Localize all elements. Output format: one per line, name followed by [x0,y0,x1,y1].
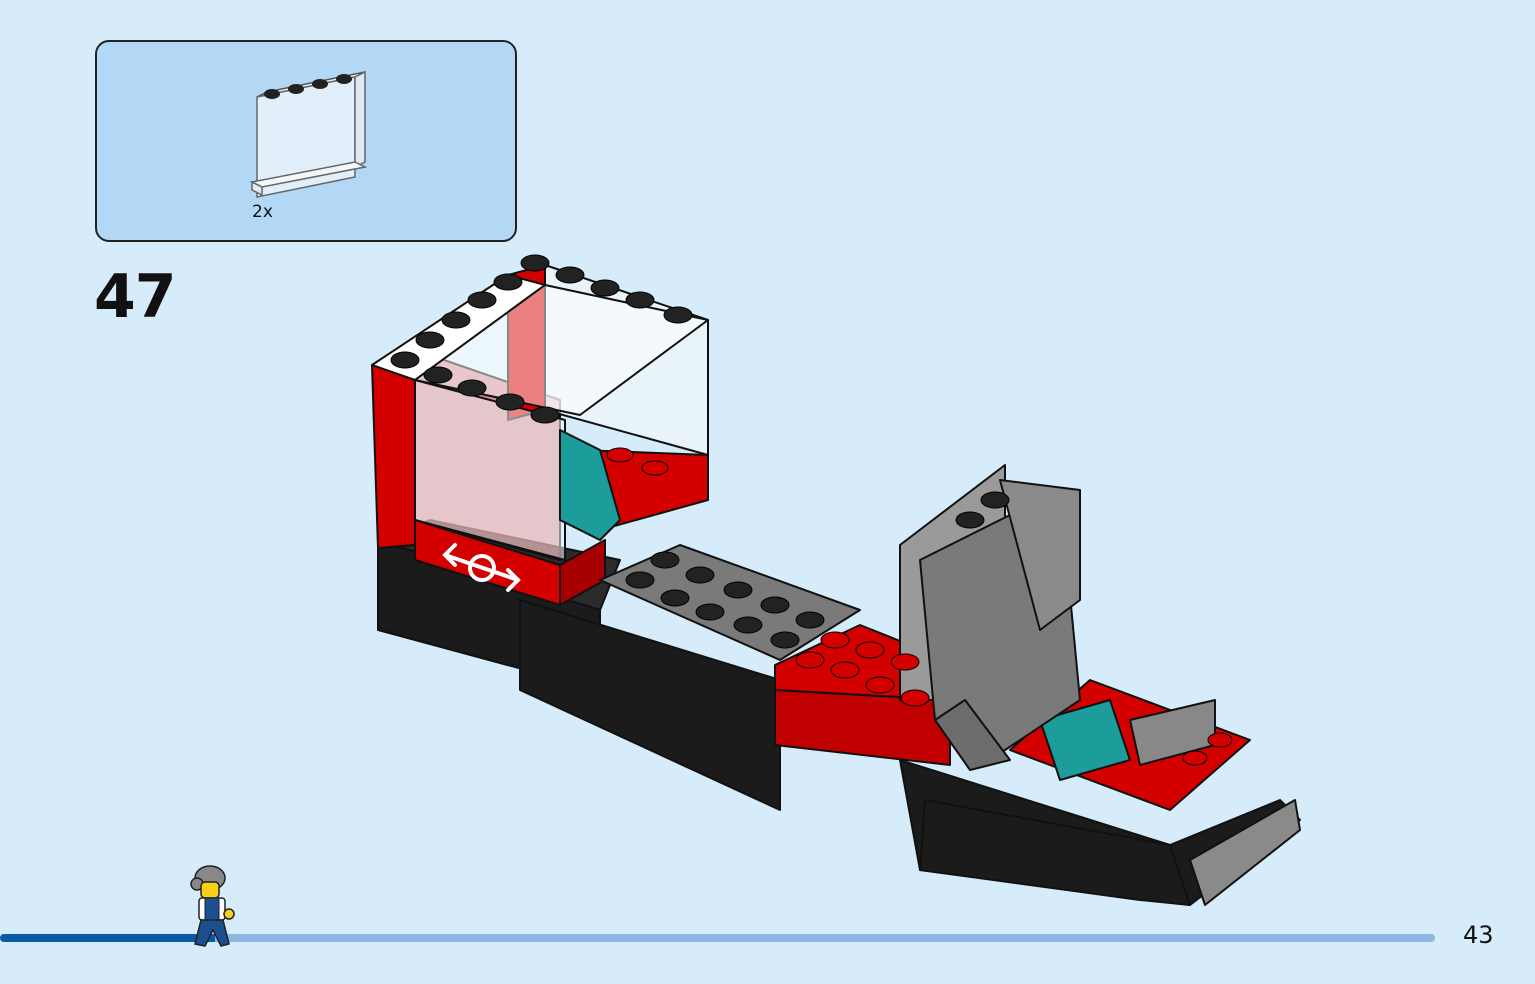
part-quantity: 2x [252,202,273,222]
minifigure-icon [190,865,235,947]
progress-bar-track [0,934,1435,942]
transparent-panel-icon [249,70,368,198]
step-number: 47 [94,262,176,332]
parts-callout-box: 2x [95,40,517,242]
progress-bar-fill [0,934,216,942]
page-number: 43 [1463,921,1494,949]
